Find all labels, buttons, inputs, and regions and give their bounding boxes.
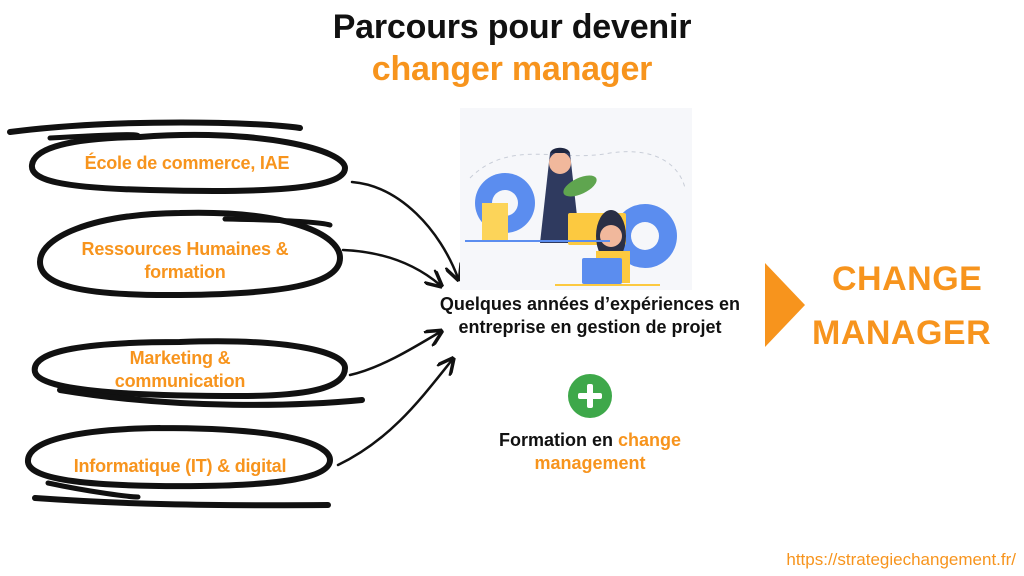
training-text: Formation en change management	[470, 429, 710, 475]
arrow-3	[348, 332, 440, 377]
experience-text: Quelques années d’expériences en entrepr…	[439, 294, 741, 337]
plus-circle-icon	[568, 374, 612, 418]
training-highlight: change management	[534, 430, 682, 473]
training-prefix: Formation en	[498, 430, 618, 450]
source-marketing: Marketing & communication	[114, 348, 246, 391]
arrow-1	[350, 180, 458, 278]
oval-3	[31, 338, 349, 400]
oval-1	[7, 119, 303, 135]
result-change: CHANGE	[832, 260, 983, 298]
arrow-4	[336, 360, 452, 467]
source-informatique: Informatique (IT) & digital	[73, 456, 287, 476]
page-subtitle: changer manager	[371, 50, 653, 88]
business-team-illustration	[460, 108, 692, 290]
page-title: Parcours pour devenir	[332, 8, 692, 46]
oval-4	[25, 425, 334, 490]
arrow-2	[341, 248, 440, 285]
result-manager: MANAGER	[812, 314, 992, 352]
source-ecole-commerce: École de commerce, IAE	[84, 153, 290, 173]
source-ressources-humaines: Ressources Humaines & formation	[81, 239, 289, 282]
triangle-right-icon	[765, 263, 805, 347]
footer-url-link[interactable]: https://strategiechangement.fr/	[786, 550, 1016, 569]
